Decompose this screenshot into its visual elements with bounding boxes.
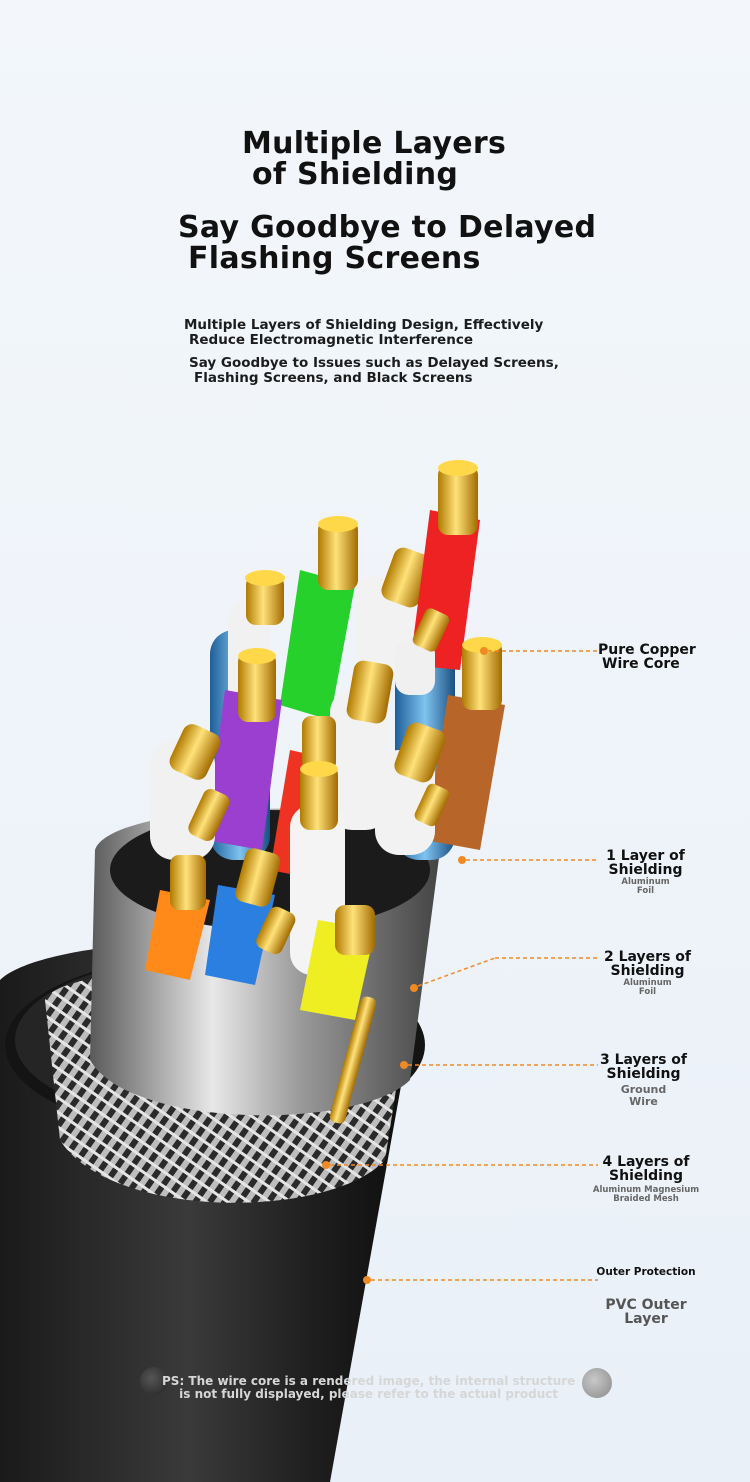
callout-3-line-2: Shielding	[610, 963, 685, 979]
cable-illustration	[0, 460, 598, 1482]
callout-1-line-2: Wire Core	[602, 656, 680, 672]
description-p2-line-1: Say Goodbye to Issues such as Delayed Sc…	[189, 355, 559, 371]
headline-primary: Multiple Layers of Shielding	[242, 128, 506, 190]
callout-pure-copper: Pure Copper Wire Core	[598, 643, 696, 671]
callout-layer-2: 2 Layers of Shielding Aluminum Foil	[600, 950, 695, 996]
callout-3-sub-1: Aluminum	[623, 978, 672, 988]
callout-6-line-1: PVC Outer	[605, 1297, 687, 1313]
callout-6-heading: Outer Protection	[596, 1266, 696, 1278]
callout-layer-4: 4 Layers of Shielding Aluminum Magnesium…	[590, 1155, 702, 1203]
callout-connectors	[322, 647, 598, 1284]
callout-layer-3: 3 Layers of Shielding Ground Wire	[596, 1053, 691, 1107]
callout-2-line-1: 1 Layer of	[606, 848, 685, 864]
description-p2-line-2: Flashing Screens, and Black Screens	[194, 370, 473, 386]
disclaimer-note: PS: The wire core is a rendered image, t…	[162, 1375, 575, 1401]
callout-1-line-1: Pure Copper	[598, 642, 696, 658]
note-left-dot	[140, 1367, 168, 1395]
callout-layer-1: 1 Layer of Shielding Aluminum Foil	[598, 849, 693, 895]
description-p1-line-1: Multiple Layers of Shielding Design, Eff…	[184, 317, 544, 333]
headline-line-2: of Shielding	[252, 157, 459, 192]
note-right-dot	[582, 1368, 612, 1398]
headline-secondary: Say Goodbye to Delayed Flashing Screens	[178, 212, 596, 274]
callout-3-sub-2: Foil	[638, 987, 657, 997]
callout-6-line-2: Layer	[624, 1311, 668, 1327]
callout-3-line-1: 2 Layers of	[604, 949, 691, 965]
headline-line-1: Multiple Layers	[242, 126, 507, 161]
callout-2-sub-2: Foil	[636, 886, 655, 896]
callout-4-sub-2: Wire	[629, 1095, 658, 1108]
description-paragraph-1: Multiple Layers of Shielding Design, Eff…	[184, 318, 543, 348]
inner-wires	[145, 460, 505, 1124]
callout-4-sub-1: Ground	[620, 1083, 667, 1096]
callout-5-line-1: 4 Layers of	[602, 1154, 690, 1170]
callout-5-sub-1: Aluminum Magnesium	[592, 1185, 700, 1195]
headline-line-4: Flashing Screens	[188, 241, 481, 276]
note-line-1: PS: The wire core is a rendered image, t…	[162, 1374, 576, 1388]
description-p1-line-2: Reduce Electromagnetic Interference	[189, 332, 473, 348]
callout-4-line-1: 3 Layers of	[600, 1052, 687, 1068]
callout-5-sub-2: Braided Mesh	[613, 1194, 679, 1204]
headline-line-3: Say Goodbye to Delayed	[178, 210, 597, 245]
callout-4-line-2: Shielding	[606, 1066, 681, 1082]
callout-outer-protection: Outer Protection PVC Outer Layer	[590, 1266, 702, 1326]
callout-2-sub-1: Aluminum	[621, 877, 670, 887]
callout-5-line-2: Shielding	[609, 1168, 683, 1184]
callout-2-line-2: Shielding	[608, 862, 683, 878]
description-paragraph-2: Say Goodbye to Issues such as Delayed Sc…	[189, 356, 559, 386]
note-line-2: is not fully displayed, please refer to …	[179, 1387, 559, 1401]
